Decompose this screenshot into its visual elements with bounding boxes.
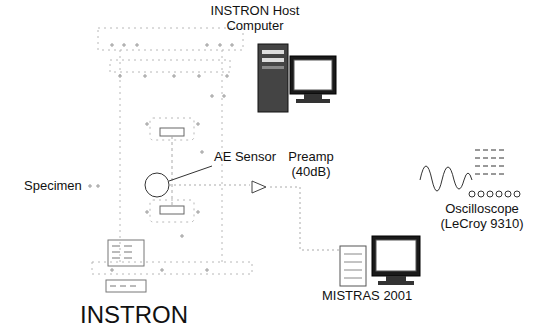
label: INSTRON bbox=[80, 302, 220, 329]
leader-line bbox=[169, 166, 212, 181]
label: Specimen bbox=[24, 179, 94, 194]
label: Preamp (40dB) bbox=[280, 150, 342, 179]
label: AE Sensor bbox=[214, 150, 294, 165]
mistras-computer-icon bbox=[340, 236, 420, 286]
frame-marks bbox=[88, 43, 234, 272]
specimen-grips bbox=[160, 128, 184, 214]
host-computer-icon bbox=[258, 44, 336, 112]
label: Oscilloscope (LeCroy 9310) bbox=[428, 202, 536, 231]
signal-cable bbox=[169, 185, 340, 250]
preamp-symbol bbox=[252, 181, 266, 193]
control-panel bbox=[106, 240, 146, 292]
oscilloscope-icon bbox=[420, 150, 520, 197]
label: MISTRAS 2001 bbox=[322, 289, 422, 304]
label: INSTRON Host Computer bbox=[196, 4, 314, 33]
ae-sensor-symbol bbox=[145, 173, 169, 197]
